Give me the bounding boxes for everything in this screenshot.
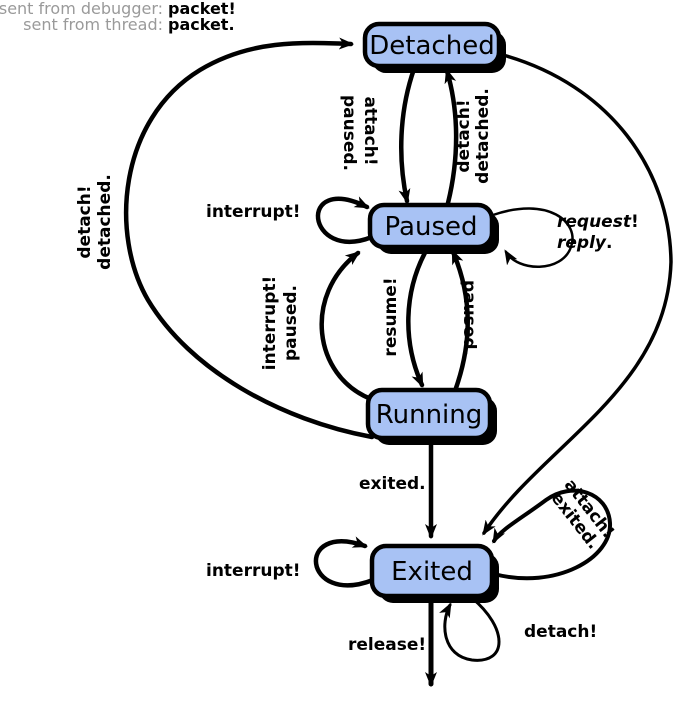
edges: [123, 37, 673, 687]
edge-detach-running: [123, 37, 375, 440]
label-release: release!: [348, 635, 426, 655]
edge-attach-exited-loop: [492, 488, 613, 581]
legend-line2-value: packet.: [168, 15, 235, 34]
edge-detach-exited-loop: [439, 596, 501, 662]
edge-interrupt-exited-loop: [313, 536, 376, 588]
state-exited-box: [369, 543, 495, 599]
label-interrupt-paused: interrupt!: [206, 202, 301, 222]
edge-paused-notify: [450, 249, 470, 391]
label-interrupt-exited: interrupt!: [206, 561, 301, 581]
edge-attach: [398, 66, 417, 204]
state-running-box: [365, 387, 493, 441]
state-paused-label: Paused: [385, 212, 478, 242]
state-detached: Detached: [362, 21, 506, 73]
label-reply-word: reply: [557, 233, 607, 253]
label-detach-running-reply: detached.: [95, 174, 115, 270]
label-detach-reply: detached.: [473, 88, 493, 184]
label-request-word: request: [557, 212, 632, 232]
edge-labels: attach! paused. detach! detached. interr…: [75, 88, 639, 655]
state-detached-box: [362, 21, 502, 69]
label-interrupt-running-reply: paused.: [281, 285, 301, 361]
state-running-label: Running: [376, 400, 483, 430]
edge-request-reply-loop: [491, 207, 574, 268]
state-detached-label: Detached: [369, 31, 494, 61]
label-attach: attach!: [360, 96, 380, 165]
state-exited: Exited: [369, 543, 499, 603]
edge-interrupt-running: [319, 250, 374, 402]
label-detach-running: detach!: [75, 185, 95, 258]
label-interrupt-running: interrupt!: [260, 276, 280, 371]
label-reply: reply.: [557, 233, 612, 253]
state-paused-box: [367, 202, 495, 250]
state-running: Running: [365, 387, 497, 445]
edge-interrupt-paused-loop: [315, 196, 375, 244]
label-request: request!: [557, 212, 639, 232]
edge-resume: [406, 246, 430, 388]
label-resume: resume!: [381, 277, 401, 356]
edge-detach: [444, 68, 459, 206]
label-exited: exited.: [359, 474, 426, 494]
legend-line1-label: sent from debugger:: [0, 0, 163, 18]
state-paused: Paused: [367, 202, 499, 254]
legend-line2-label: sent from thread:: [23, 15, 163, 34]
edge-attach-exited-curve: [482, 53, 673, 536]
state-exited-label: Exited: [391, 557, 473, 587]
label-paused-notify: paused.: [459, 280, 479, 356]
label-attach-reply: paused.: [339, 95, 359, 171]
label-request-punct: !: [631, 212, 639, 232]
state-nodes: Detached Paused Running Exited: [362, 21, 506, 603]
legend-line1-value: packet!: [168, 0, 236, 18]
legend: sent from debugger: packet! sent from th…: [0, 0, 236, 34]
label-reply-punct: .: [606, 233, 612, 253]
label-detach: detach!: [454, 99, 474, 172]
label-detach-exited: detach!: [524, 622, 597, 642]
